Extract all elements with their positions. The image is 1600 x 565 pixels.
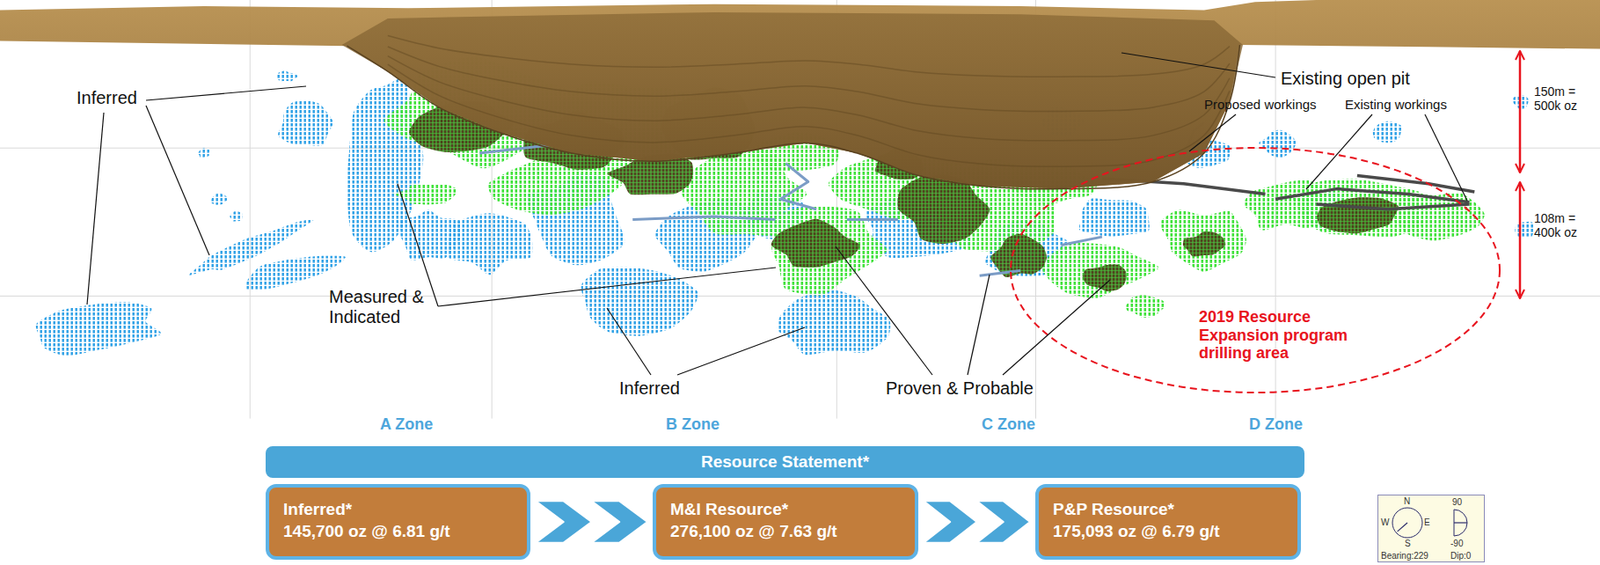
inferred-block — [446, 212, 533, 275]
proposed-working — [847, 218, 899, 221]
resource-box: Inferred*145,700 oz @ 6.81 g/t — [265, 483, 531, 560]
resource-box: M&I Resource*276,100 oz @ 7.63 g/t — [652, 483, 919, 560]
measured-indicated-block — [1040, 242, 1159, 299]
dimension-label: 108m = 400k oz — [1534, 211, 1598, 240]
pit-bench — [387, 56, 1230, 141]
box-value: 145,700 oz @ 6.81 g/t — [283, 520, 513, 543]
inferred-block — [276, 70, 298, 81]
inferred-block — [776, 289, 891, 355]
grid-line — [249, 0, 251, 419]
leader-line — [1424, 114, 1468, 201]
category-label: Measured & Indicated — [328, 286, 439, 328]
leader-line — [146, 105, 210, 256]
proven-probable-block — [1082, 264, 1127, 292]
dimension-arrow — [1519, 182, 1522, 299]
bearing-needle — [1397, 522, 1408, 532]
compass-inset: N W E S 90 -90Bearing:229 Dip:0 — [1377, 494, 1485, 563]
callout-label: Existing open pit — [1280, 68, 1411, 89]
proposed-working — [979, 270, 1021, 276]
inferred-block — [36, 301, 162, 356]
inferred-block — [580, 267, 698, 337]
zone-label: D Zone — [1249, 415, 1303, 434]
leader-line — [1002, 279, 1111, 375]
measured-indicated-block — [1125, 294, 1166, 318]
dimension-label: 150m = 500k oz — [1534, 84, 1598, 113]
inferred-block — [197, 147, 211, 159]
proposed-working — [632, 216, 775, 220]
inferred-block — [1514, 221, 1535, 239]
box-heading: Inferred* — [283, 498, 513, 521]
compass-label: 90 — [1452, 496, 1462, 507]
callout-label: Existing workings — [1344, 96, 1447, 112]
leader-line — [1306, 114, 1373, 190]
resource-box: P&P Resource*175,093 oz @ 6.79 g/t — [1035, 483, 1301, 560]
inferred-block — [1258, 130, 1296, 159]
box-heading: P&P Resource* — [1052, 498, 1284, 521]
chevron-arrow — [535, 500, 648, 542]
proven-probable-block — [1316, 197, 1398, 234]
leader-line — [677, 327, 805, 375]
pit-bench — [387, 64, 1230, 167]
inferred-block — [211, 193, 229, 205]
proposed-working — [780, 163, 817, 210]
leader-line — [146, 86, 307, 101]
compass-label: Bearing:229 — [1380, 550, 1429, 561]
pit-bench — [387, 46, 1230, 111]
callout-label: Proposed workings — [1204, 96, 1317, 112]
category-label: Inferred — [76, 87, 138, 109]
box-heading: M&I Resource* — [670, 498, 901, 521]
drilling-area-outline — [1010, 147, 1500, 393]
ground-surface — [0, 0, 1600, 190]
compass-label: N — [1403, 496, 1411, 506]
compass-label: W — [1380, 517, 1389, 527]
pit-outline — [346, 44, 1240, 190]
leader-line — [835, 246, 933, 375]
box-value: 175,093 oz @ 6.79 g/t — [1052, 520, 1284, 543]
leader-line — [606, 307, 651, 375]
category-label: Inferred — [619, 378, 680, 399]
grid — [0, 0, 1600, 419]
bar-heading: Resource Statement* — [274, 452, 1296, 472]
zone-label: B Zone — [665, 415, 720, 434]
drilling-area-label: 2019 Resource Expansion program drilling… — [1198, 307, 1362, 363]
leader-line — [438, 267, 776, 307]
leader-line — [1189, 114, 1236, 152]
compass-label: Dip:0 — [1450, 550, 1471, 561]
proposed-working — [1060, 236, 1102, 245]
measured-indicated-block — [1159, 210, 1247, 272]
leader-line — [967, 274, 990, 375]
leader-line — [87, 112, 104, 305]
dip-gauge — [1453, 509, 1468, 536]
category-label: Proven & Probable — [885, 378, 1034, 399]
inferred-block — [1373, 121, 1403, 144]
compass-label: -90 — [1450, 538, 1463, 548]
box-value: 276,100 oz @ 7.63 g/t — [670, 520, 901, 543]
pit-bench — [387, 35, 1230, 77]
dip-needle — [1453, 521, 1468, 523]
zone-label: C Zone — [981, 415, 1036, 434]
compass-label: S — [1404, 538, 1411, 548]
compass-label: E — [1424, 517, 1431, 527]
inferred-block — [277, 100, 334, 146]
inferred-block — [229, 211, 242, 222]
measured-indicated-block — [1384, 192, 1484, 242]
proven-probable-block — [1183, 231, 1226, 257]
inferred-block — [244, 255, 346, 290]
existing-working — [1315, 204, 1469, 210]
zone-label: A Zone — [379, 415, 433, 434]
open-pit — [342, 12, 1243, 190]
resource-statement-bar: Resource Statement* — [265, 445, 1305, 478]
dimension-arrow — [1519, 51, 1522, 173]
chevron-arrow — [923, 500, 1031, 542]
compass-circle — [1392, 507, 1423, 538]
leader-line — [1121, 52, 1276, 78]
inferred-block — [1079, 197, 1150, 236]
grid-line — [0, 295, 1600, 297]
